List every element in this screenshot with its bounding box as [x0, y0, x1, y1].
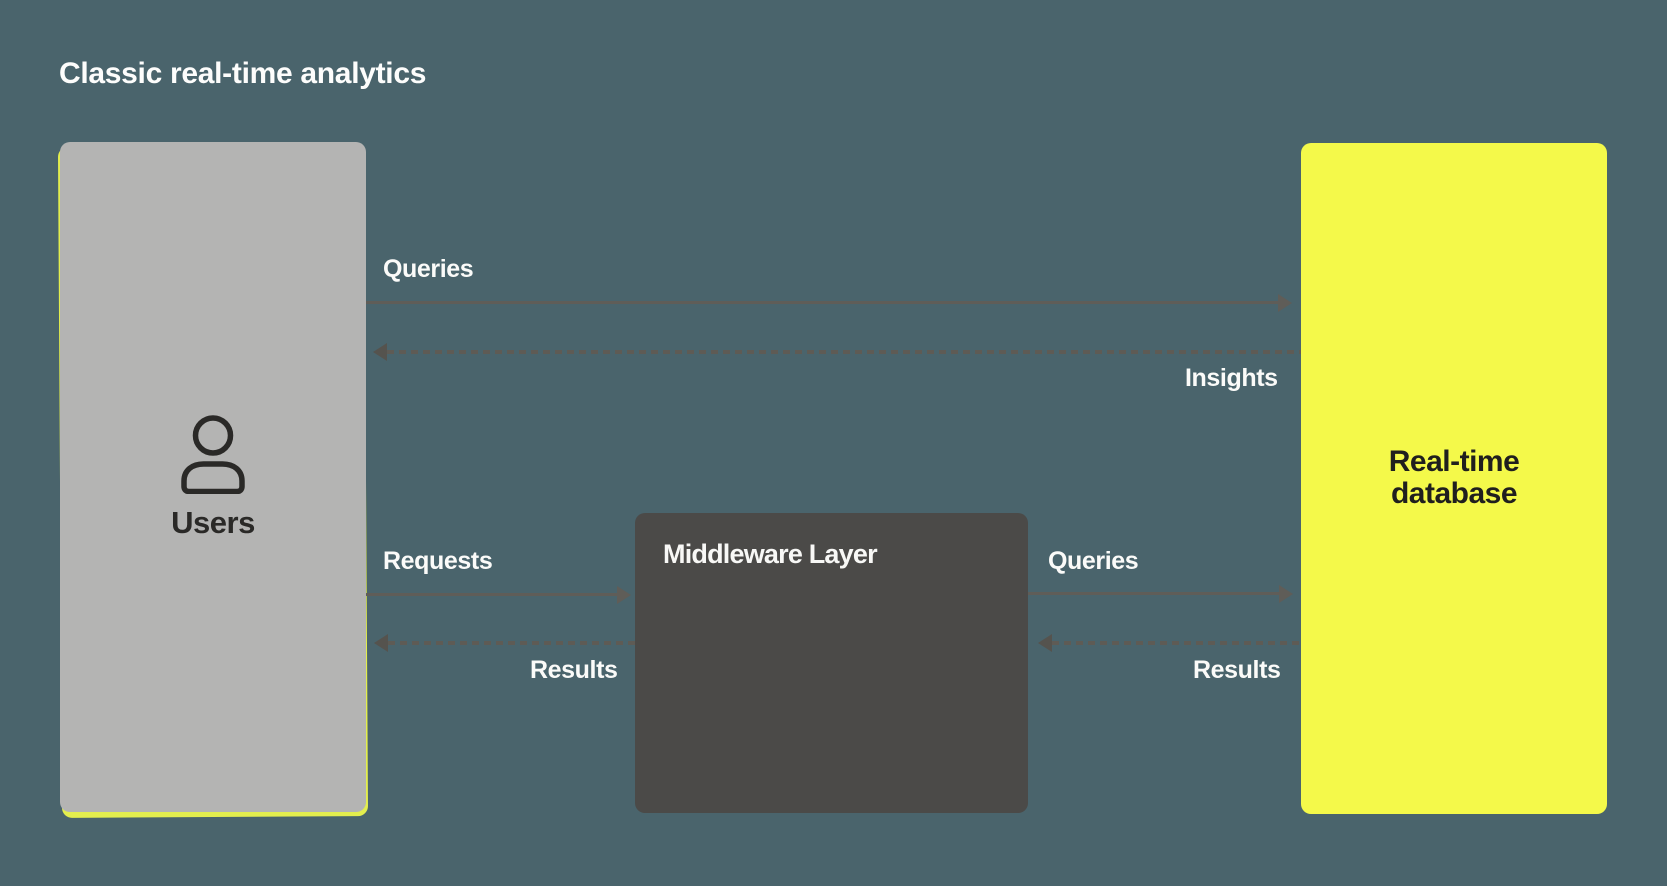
middleware-node — [635, 513, 1028, 813]
queries-top-arrow-label: Queries — [383, 255, 474, 283]
queries-right-arrowhead-icon — [1279, 585, 1293, 603]
database-node-label-text: Real-time database — [1388, 445, 1520, 511]
queries-right-arrow-line — [1028, 592, 1279, 595]
database-node-label: Real-time database — [1301, 445, 1607, 511]
requests-arrow-line — [366, 593, 617, 596]
database-node — [1301, 143, 1607, 814]
results-left-arrow-label: Results — [530, 656, 618, 684]
insights-arrowhead-icon — [373, 343, 387, 361]
requests-arrow-label: Requests — [383, 547, 493, 575]
results-right-arrow-dashed-line — [1052, 641, 1301, 645]
requests-arrowhead-icon — [617, 586, 631, 604]
middleware-node-label: Middleware Layer — [663, 539, 878, 569]
insights-arrow-label: Insights — [1185, 364, 1278, 392]
results-left-arrowhead-icon — [374, 634, 388, 652]
queries-right-arrow-label: Queries — [1048, 547, 1139, 575]
results-right-arrowhead-icon — [1038, 634, 1052, 652]
insights-arrow-dashed-line — [387, 350, 1301, 354]
queries-top-arrow-line — [366, 301, 1279, 304]
users-node-label: Users — [171, 505, 255, 540]
person-icon — [181, 415, 245, 494]
users-node — [60, 142, 366, 812]
diagram-title: Classic real-time analytics — [59, 57, 427, 90]
queries-top-arrowhead-icon — [1278, 294, 1292, 312]
results-left-arrow-dashed-line — [388, 641, 635, 645]
results-right-arrow-label: Results — [1193, 656, 1281, 684]
